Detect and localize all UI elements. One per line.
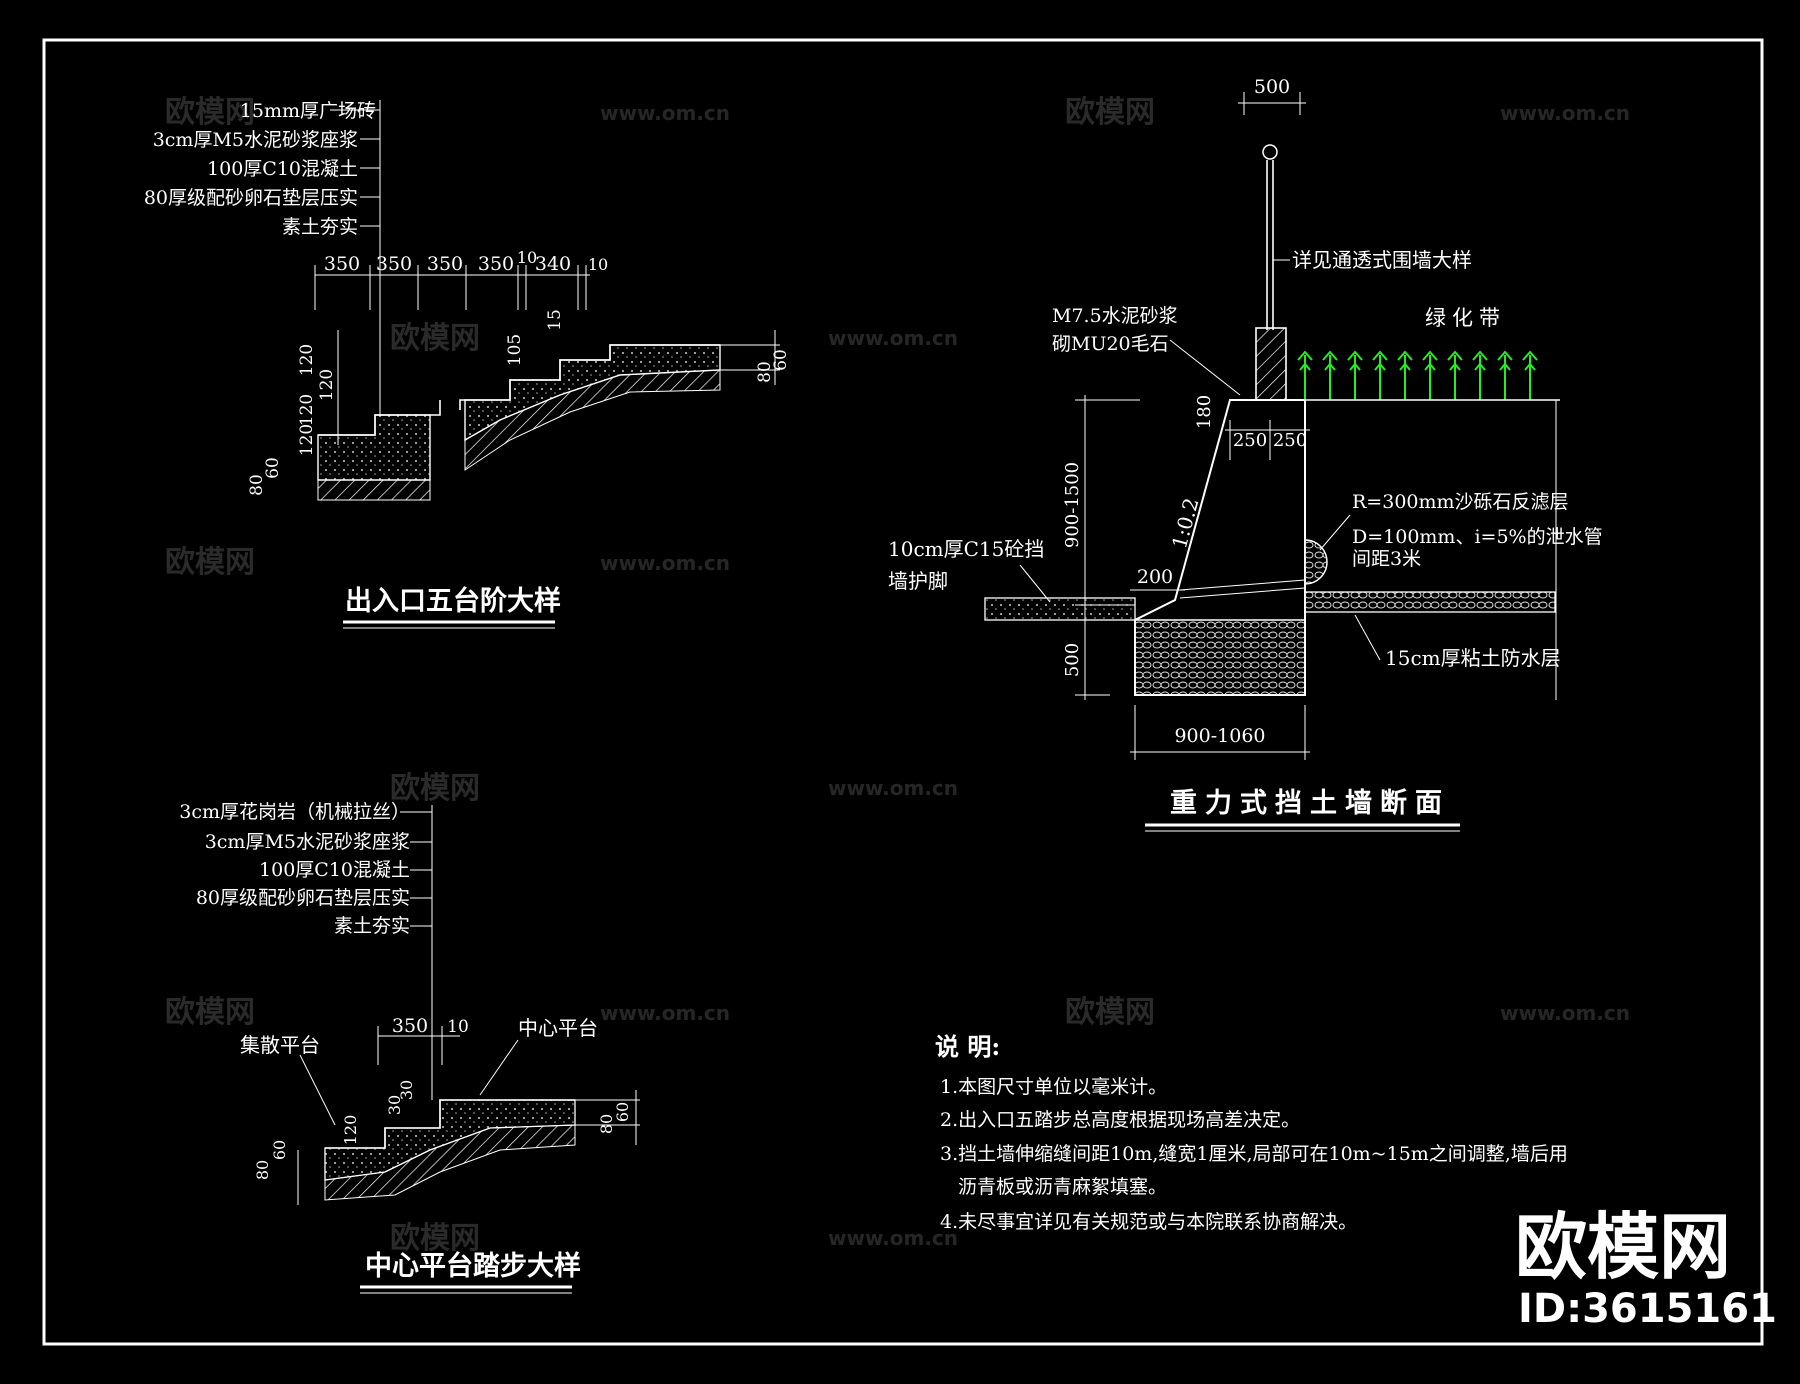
steps-riser-1: 120 — [297, 344, 317, 376]
svg-text:欧模网: 欧模网 — [390, 321, 480, 356]
platform-layer-3: 100厚C10混凝土 — [259, 859, 410, 881]
wall-label-filter: R=300mm沙砾石反滤层 — [1352, 491, 1569, 513]
steps-dim-6: 340 — [535, 253, 571, 275]
steps-layer-1: 15mm厚广场砖 — [240, 100, 376, 122]
steps-left-60: 60 — [263, 457, 283, 479]
retaining-wall-section: 500 详见通透式围墙大样 绿化带 M7.5水泥砂浆 砌MU20毛石 — [888, 76, 1603, 832]
drawing-border — [42, 38, 1764, 1346]
platform-dim-120: 120 — [341, 1115, 360, 1146]
wall-dim-height: 900-1500 — [1062, 462, 1083, 548]
svg-text:www.om.cn: www.om.cn — [828, 1226, 958, 1250]
steps-dim-2: 350 — [376, 253, 412, 275]
wall-label-green: 绿化带 — [1425, 306, 1506, 330]
steps-dim-105: 105 — [505, 334, 525, 366]
wall-dim-250a: 250 — [1233, 430, 1267, 451]
brand-watermark: 欧模网 ID:3615161 — [1515, 1205, 1777, 1332]
platform-layer-4: 80厚级配砂卵石垫层压实 — [196, 887, 410, 909]
platform-dim-30b: 30 — [385, 1095, 404, 1115]
steps-riser-2: 120 — [317, 369, 337, 401]
wall-dim-500-top: 500 — [1254, 76, 1290, 98]
steps-right-60: 60 — [771, 349, 791, 371]
platform-left-80: 80 — [253, 1160, 272, 1180]
platform-label-left: 集散平台 — [240, 1033, 320, 1057]
steps-layer-4: 80厚级配砂卵石垫层压实 — [144, 187, 358, 209]
steps-layer-2: 3cm厚M5水泥砂浆座浆 — [153, 129, 358, 151]
wall-label-clay: 15cm厚粘土防水层 — [1385, 646, 1561, 670]
green-belt-plants — [1297, 350, 1538, 400]
platform-title: 中心平台踏步大样 — [365, 1250, 581, 1282]
svg-text:欧模网: 欧模网 — [165, 545, 255, 580]
svg-text:www.om.cn: www.om.cn — [600, 1001, 730, 1025]
svg-text:www.om.cn: www.om.cn — [828, 776, 958, 800]
svg-text:www.om.cn: www.om.cn — [600, 101, 730, 125]
steps-dim-5: 10 — [517, 248, 537, 267]
steps-detail: 15mm厚广场砖 3cm厚M5水泥砂浆座浆 100厚C10混凝土 80厚级配砂卵… — [144, 100, 791, 629]
platform-layer-5: 素土夯实 — [334, 915, 410, 937]
platform-layer-1: 3cm厚花岗岩（机械拉丝） — [179, 801, 410, 823]
svg-text:欧模网: 欧模网 — [390, 771, 480, 806]
watermarks: 欧模网 www.om.cn 欧模网 www.om.cn 欧模网 www.om.c… — [165, 95, 1630, 1256]
steps-dim-4: 350 — [478, 253, 514, 275]
wall-label-toe1: 10cm厚C15砼挡 — [888, 537, 1044, 561]
platform-detail: 3cm厚花岗岩（机械拉丝） 3cm厚M5水泥砂浆座浆 100厚C10混凝土 80… — [179, 801, 640, 1294]
wall-label-toe2: 墙护脚 — [888, 569, 948, 593]
svg-text:www.om.cn: www.om.cn — [1500, 1001, 1630, 1025]
svg-text:www.om.cn: www.om.cn — [1500, 101, 1630, 125]
platform-dim-10: 10 — [447, 1017, 469, 1037]
steps-dim-15: 15 — [545, 309, 565, 331]
steps-layer-5: 素土夯实 — [282, 216, 358, 238]
note-item-3-cont: 沥青板或沥青麻絮填塞。 — [958, 1176, 1167, 1198]
note-item-2: 2.出入口五踏步总高度根据现场高差决定。 — [940, 1109, 1300, 1131]
svg-text:欧模网: 欧模网 — [165, 95, 255, 130]
wall-dim-base: 900-1060 — [1174, 725, 1265, 747]
note-item-3: 3.挡土墙伸缩缝间距10m,缝宽1厘米,局部可在10m~15m之间调整,墙后用 — [940, 1143, 1568, 1165]
steps-dim-1: 350 — [324, 253, 360, 275]
platform-dim-30a: 30 — [397, 1080, 416, 1100]
wall-label-mortar2: 砌MU20毛石 — [1052, 333, 1169, 355]
steps-right-80: 80 — [755, 361, 775, 383]
brand-id: ID:3615161 — [1518, 1286, 1777, 1332]
note-item-4: 4.未尽事宜详见有关规范或与本院联系协商解决。 — [940, 1211, 1357, 1233]
wall-dim-200: 200 — [1137, 566, 1173, 588]
svg-text:www.om.cn: www.om.cn — [828, 326, 958, 350]
notes-heading: 说 明: — [935, 1032, 1000, 1061]
platform-dim-350: 350 — [392, 1015, 428, 1037]
wall-dim-500-bottom: 500 — [1062, 643, 1083, 677]
svg-text:www.om.cn: www.om.cn — [600, 551, 730, 575]
brand-logo: 欧模网 — [1515, 1205, 1731, 1289]
platform-layer-2: 3cm厚M5水泥砂浆座浆 — [205, 831, 410, 853]
steps-dim-7: 10 — [588, 255, 608, 274]
steps-left-80: 80 — [247, 474, 267, 496]
wall-dim-180: 180 — [1194, 395, 1215, 429]
svg-text:欧模网: 欧模网 — [165, 995, 255, 1030]
wall-label-fence: 详见通透式围墙大样 — [1292, 248, 1472, 272]
steps-title: 出入口五台阶大样 — [345, 585, 561, 617]
steps-dim-3: 350 — [427, 253, 463, 275]
wall-dim-250b: 250 — [1273, 430, 1307, 451]
svg-text:欧模网: 欧模网 — [1065, 995, 1155, 1030]
platform-right-80: 80 — [597, 1114, 616, 1134]
wall-label-mortar1: M7.5水泥砂浆 — [1052, 305, 1178, 327]
wall-label-drain1: D=100mm、i=5%的泄水管 — [1352, 526, 1603, 548]
wall-slope: 1:0.2 — [1167, 495, 1203, 551]
wall-label-drain2: 间距3米 — [1352, 548, 1421, 570]
steps-riser-3: 120 — [297, 394, 317, 426]
note-item-1: 1.本图尺寸单位以毫米计。 — [940, 1076, 1167, 1098]
platform-right-60: 60 — [613, 1102, 632, 1122]
steps-riser-4: 120 — [297, 424, 317, 456]
platform-left-60: 60 — [270, 1140, 289, 1160]
svg-text:欧模网: 欧模网 — [1065, 95, 1155, 130]
wall-title: 重力式挡土墙断面 — [1170, 788, 1450, 819]
platform-label-right: 中心平台 — [518, 1016, 598, 1040]
svg-text:欧模网: 欧模网 — [390, 1221, 480, 1256]
steps-layer-3: 100厚C10混凝土 — [207, 158, 358, 180]
notes-block: 说 明: 1.本图尺寸单位以毫米计。 2.出入口五踏步总高度根据现场高差决定。 … — [935, 1032, 1568, 1233]
